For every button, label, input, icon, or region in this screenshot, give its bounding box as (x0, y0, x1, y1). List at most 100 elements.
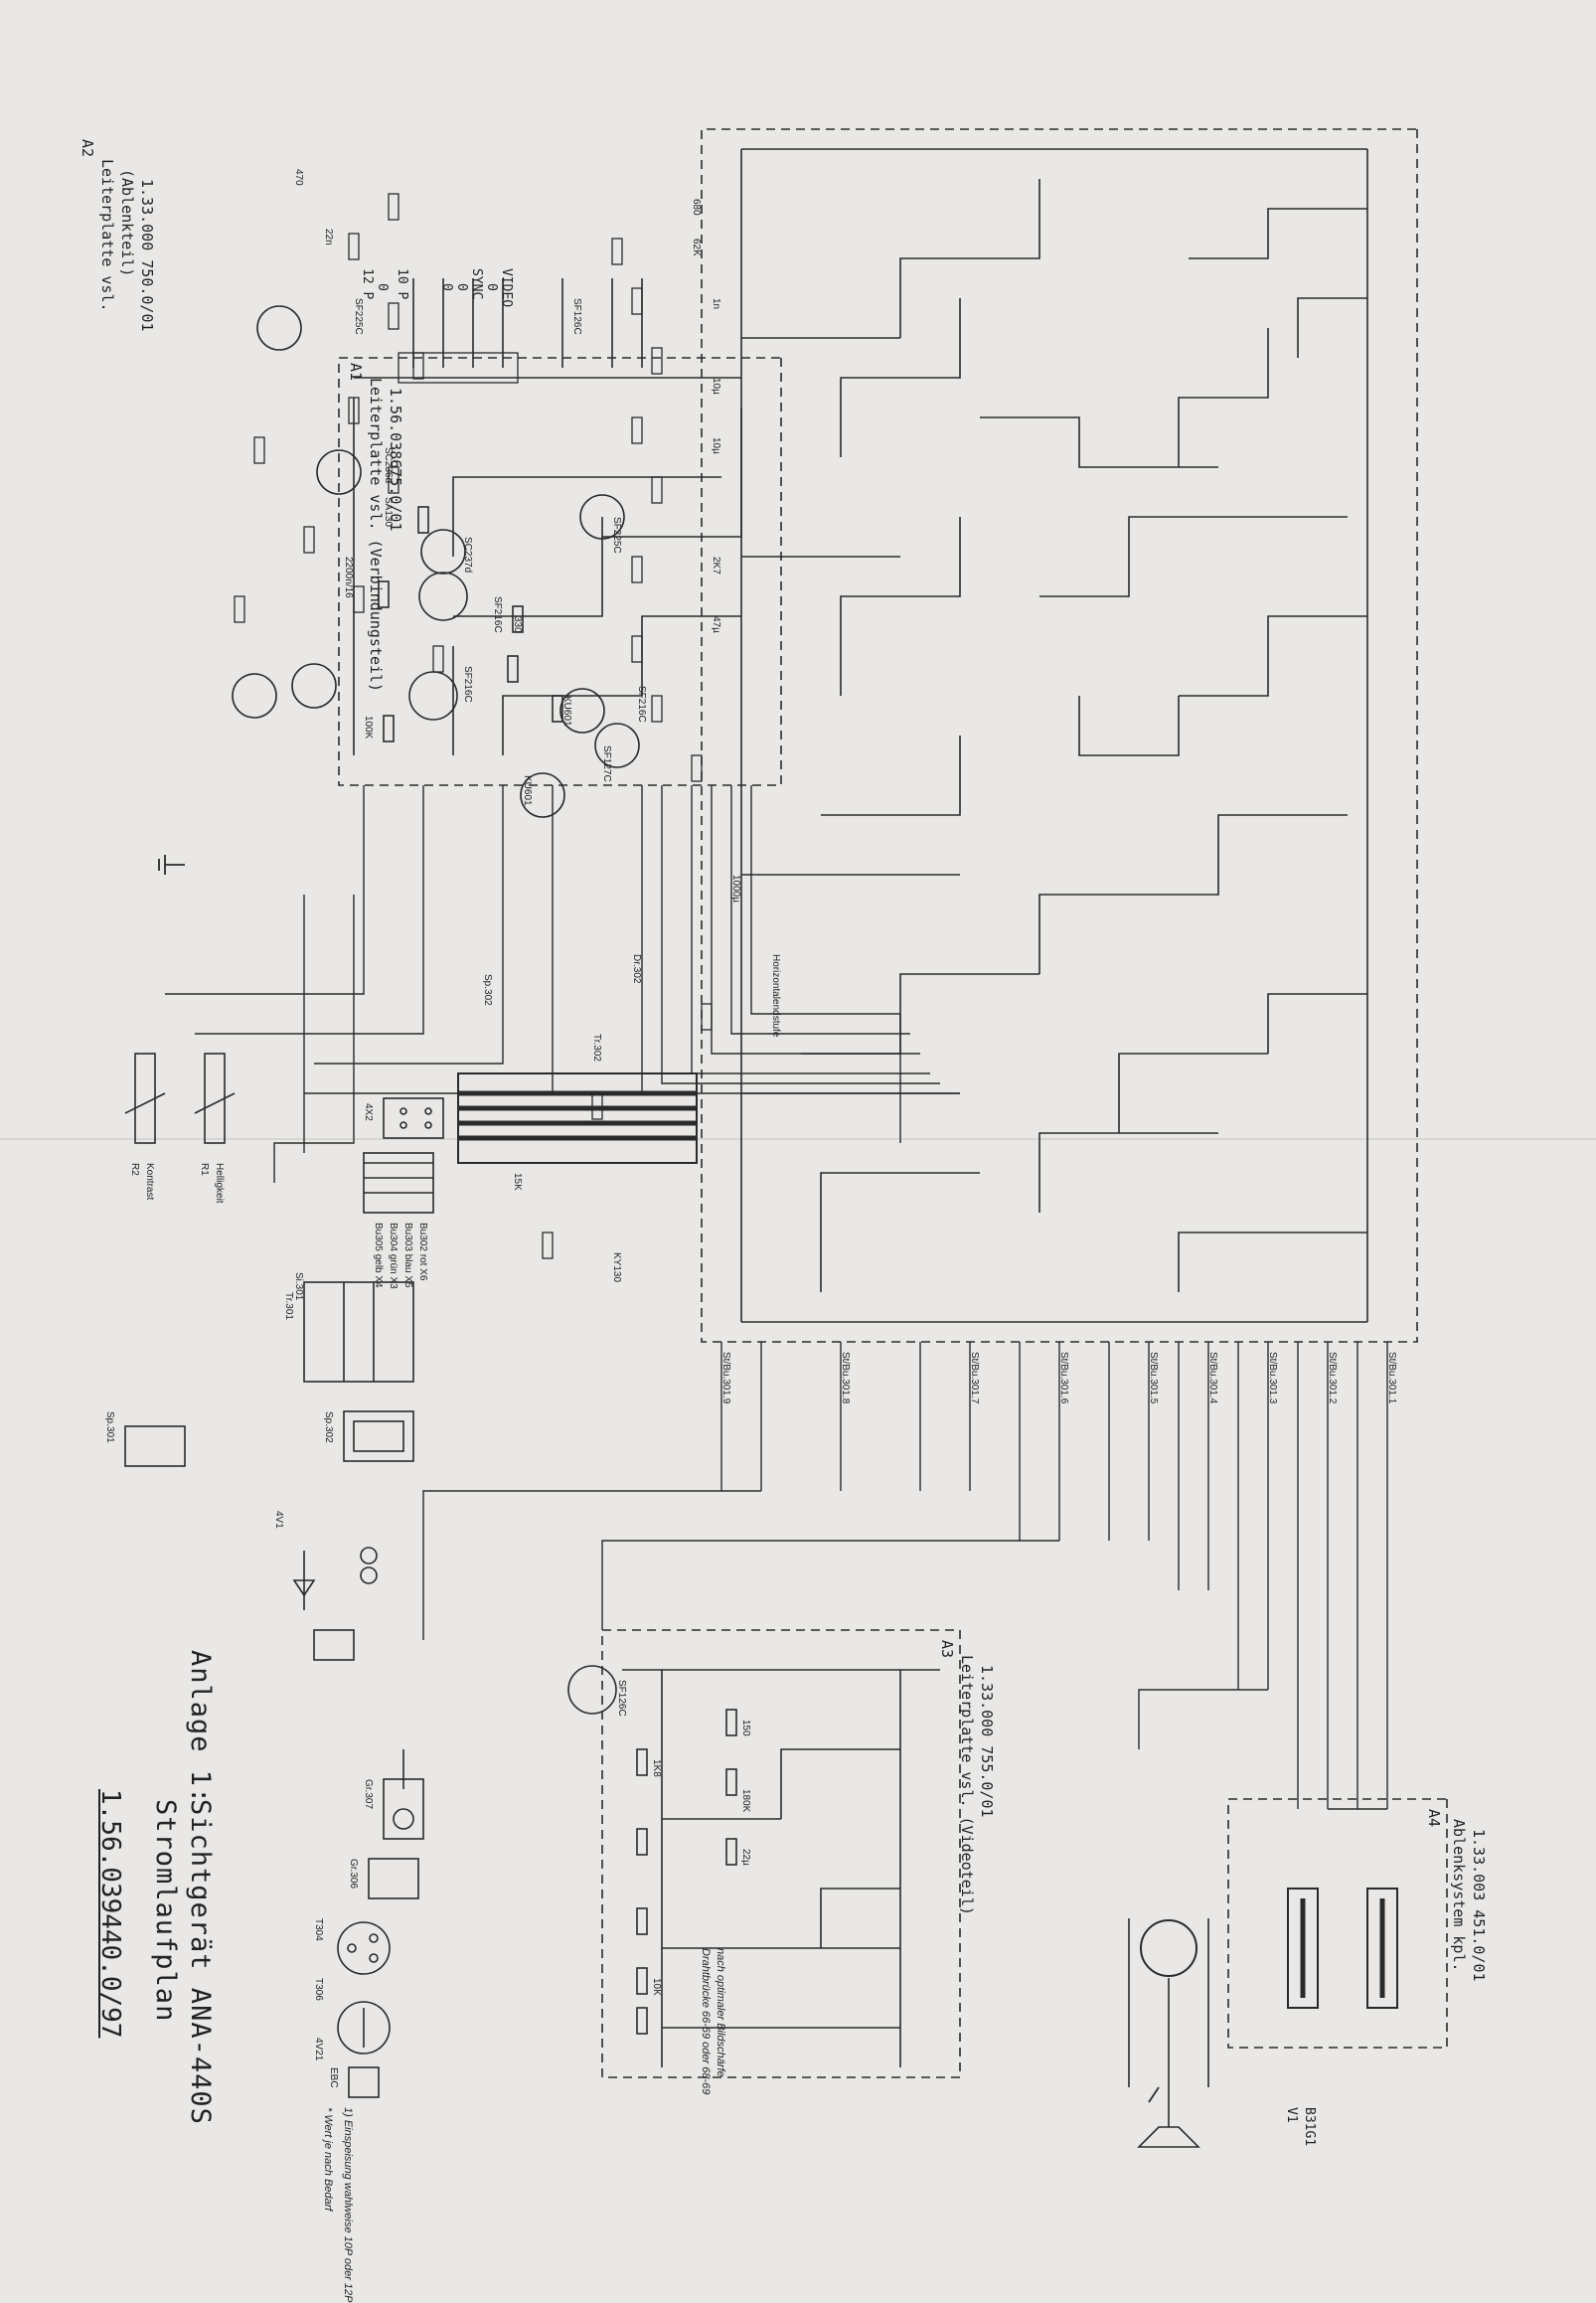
label-horizontalendstufe: Horizontalendstufe (770, 954, 781, 1038)
label-r706: 10K (651, 1978, 662, 1996)
title-device: Sichtgerät ANA-440S (185, 1799, 216, 2125)
board-a2-id: A2 (79, 139, 96, 158)
label-t309: KU601 (522, 775, 533, 806)
board-a1-outline (338, 357, 782, 786)
connector-strip-lines (422, 1342, 1388, 1810)
label-c330: 47µ (711, 616, 721, 633)
board-a2-line1: Leiterplatte vsl. (98, 159, 116, 312)
legend-diodes: 4V1 (273, 1511, 284, 1529)
legend-sp302: Sp.302 (323, 1411, 334, 1443)
board-a4-line2: 1.33.003 451.0/01 (1470, 1829, 1488, 1982)
strip-7: St/Bu.301.7 (969, 1352, 980, 1404)
label-t302: SC236d (383, 447, 394, 484)
label-r334: 680 (691, 199, 702, 216)
board-a3-id: A3 (938, 1640, 956, 1659)
strip-9: St/Bu.301.9 (720, 1352, 731, 1404)
legend-gr307: Gr.307 (363, 1779, 374, 1810)
legend-t-group3: 4V21 (313, 2038, 324, 2061)
crt-tube (1128, 1918, 1209, 2148)
legend-gr306: Gr.306 (348, 1859, 359, 1890)
note-wire-bridge: Drahtbrücke 66-69 oder 68-69 (700, 1948, 712, 2095)
label-tr302: Tr.302 (591, 1034, 602, 1062)
x2-pin3: Bu304 grün X3 (388, 1223, 399, 1289)
legend-ebc: EBC (328, 2067, 339, 2088)
cable-harness (165, 785, 960, 1183)
label-t306: SF216C (636, 686, 647, 723)
label-4r5: 100K (363, 716, 374, 740)
label-gr306: KY130 (611, 1252, 622, 1283)
control-contrast: Kontrast (144, 1163, 155, 1201)
input-video: VIDEO (499, 268, 514, 308)
label-sp302: Sp.302 (482, 974, 493, 1006)
title-annex: Anlage 1: (185, 1650, 216, 1805)
a3-circuit (567, 1665, 940, 2067)
board-a3-outline (601, 1629, 961, 2078)
label-4v22: SF216C (462, 666, 473, 703)
strip-3: St/Bu.301.3 (1267, 1352, 1278, 1404)
parts-legend-symbols (124, 1410, 424, 2098)
label-r711: 150 (740, 1720, 751, 1736)
label-r344: 2K7 (711, 557, 721, 575)
tube-type: B31G1 (1302, 2107, 1317, 2147)
legend-sp301: Sp.301 (104, 1411, 115, 1443)
ground-symbols (158, 855, 1160, 2103)
label-t701: SF126C (616, 1680, 627, 1717)
legend-t-group1: T304 (313, 1918, 324, 1941)
legend-t-group2: T306 (313, 1978, 324, 2001)
strip-4: St/Bu.301.4 (1207, 1352, 1218, 1404)
connector-x2-symbol (363, 1097, 444, 1214)
title-subtitle: Stromlaufplan (150, 1799, 181, 2023)
a1-circuit (353, 377, 742, 755)
label-r301: 470 (293, 169, 304, 186)
note-star: * Wert je nach Bedarf (322, 2107, 334, 2212)
strip-1: St/Bu.301.1 (1386, 1352, 1397, 1404)
input-connectors (398, 278, 643, 384)
a2-transistors (232, 305, 640, 818)
label-r332: 62K (691, 239, 702, 256)
legend-tr301: Tr.301 (283, 1292, 294, 1320)
board-a1-id: A1 (347, 363, 365, 382)
label-t304: SF225C (353, 298, 364, 335)
label-t305: SF225C (611, 517, 622, 554)
label-4v1: SA130 (383, 497, 394, 528)
label-c320: 10µ (711, 437, 721, 454)
input-10p: 10 P (395, 268, 409, 300)
label-c306: 22n (323, 229, 334, 246)
input-12p: 12 P (360, 268, 375, 300)
document-number: 1.56.039440.0/97 (95, 1789, 125, 2039)
label-c314: 1n (711, 298, 721, 310)
board-a4-id: A4 (1425, 1809, 1443, 1828)
tube-ref: V1 (1284, 2107, 1299, 2123)
board-a4-outline (1227, 1798, 1448, 2049)
input-0b: 0 (439, 283, 454, 291)
paper-fold-line (0, 1138, 1596, 1140)
x2-pin1: Bu302 rot X6 (417, 1223, 428, 1281)
strip-5: St/Bu.301.5 (1148, 1352, 1159, 1404)
board-a2-line2: (Ablenkteil) (118, 169, 136, 277)
strip-8: St/Bu.301.8 (840, 1352, 851, 1404)
label-c337: 1000µ (730, 875, 741, 904)
label-r323: 330 (512, 616, 523, 633)
deflection-yoke (1287, 1888, 1398, 2009)
board-a4-line1: Ablenksystem kpl. (1450, 1819, 1468, 1972)
board-a1-line1: Leiterplatte vsl. (Verbindungsteil) (367, 378, 385, 693)
board-a3-line2: 1.33.000 755.0/01 (978, 1665, 996, 1818)
strip-6: St/Bu.301.6 (1058, 1352, 1069, 1404)
x2-ref: 4X2 (363, 1103, 374, 1121)
label-r710: 1K8 (651, 1759, 662, 1777)
label-r355: 15K (512, 1173, 523, 1191)
x2-pin2: Bu303 blau X5 (402, 1223, 413, 1288)
board-a2-outline (701, 128, 1418, 1343)
input-0d: 0 (484, 283, 499, 291)
label-t308: KU601 (561, 696, 572, 727)
label-4v21: SF216C (492, 596, 503, 633)
a2-stages (741, 179, 1367, 1292)
input-0c: 0 (454, 283, 469, 291)
label-t307: SF127C (601, 745, 612, 782)
note-footnote: 1) Einspeisung wahlweise 10P oder 12P (342, 2107, 354, 2303)
board-a3-line1: Leiterplatte vsl. (Videoteil) (958, 1655, 976, 1915)
tr301-pinout (303, 1281, 414, 1383)
